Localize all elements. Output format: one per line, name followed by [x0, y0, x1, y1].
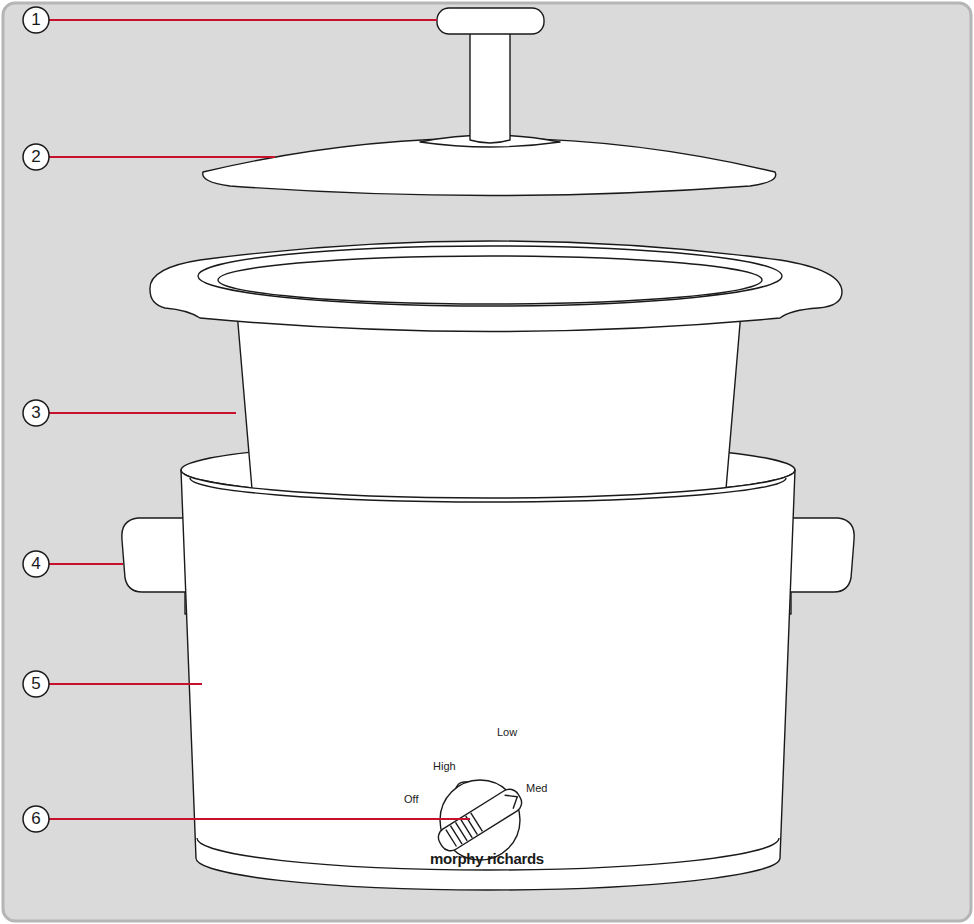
callout-number: 5 — [23, 671, 49, 697]
base-rim-inner — [190, 478, 786, 502]
callout-circle — [23, 400, 49, 426]
crock-inner-lip — [218, 256, 762, 304]
dial-setting: Low — [497, 727, 517, 738]
callout-circle — [23, 7, 49, 33]
lid-knob — [437, 8, 544, 34]
callout-number: 4 — [23, 551, 49, 577]
leader-line — [49, 156, 275, 158]
callout-number: 2 — [23, 144, 49, 170]
callout-number: 3 — [23, 400, 49, 426]
dial-grip-ridges — [445, 787, 523, 847]
leader-line — [49, 563, 123, 565]
callout-circle — [23, 671, 49, 697]
dial-setting: High — [433, 761, 456, 772]
leader-line — [49, 412, 236, 414]
crock-lip — [198, 246, 782, 306]
callout-circle — [23, 144, 49, 170]
brand-name: morphy richards — [430, 851, 544, 866]
callout-number: 1 — [23, 7, 49, 33]
callout-circle — [23, 806, 49, 832]
frame — [3, 3, 971, 921]
leader-line — [49, 818, 470, 820]
lid-stem — [470, 30, 510, 143]
leader-line — [49, 19, 437, 21]
callout-circle — [23, 551, 49, 577]
base-body — [181, 470, 795, 890]
callout-number: 6 — [23, 806, 49, 832]
dial-setting: Med — [526, 783, 547, 794]
crock-rim — [150, 241, 842, 332]
leader-line — [49, 683, 202, 685]
dial-setting: Off — [404, 794, 418, 805]
